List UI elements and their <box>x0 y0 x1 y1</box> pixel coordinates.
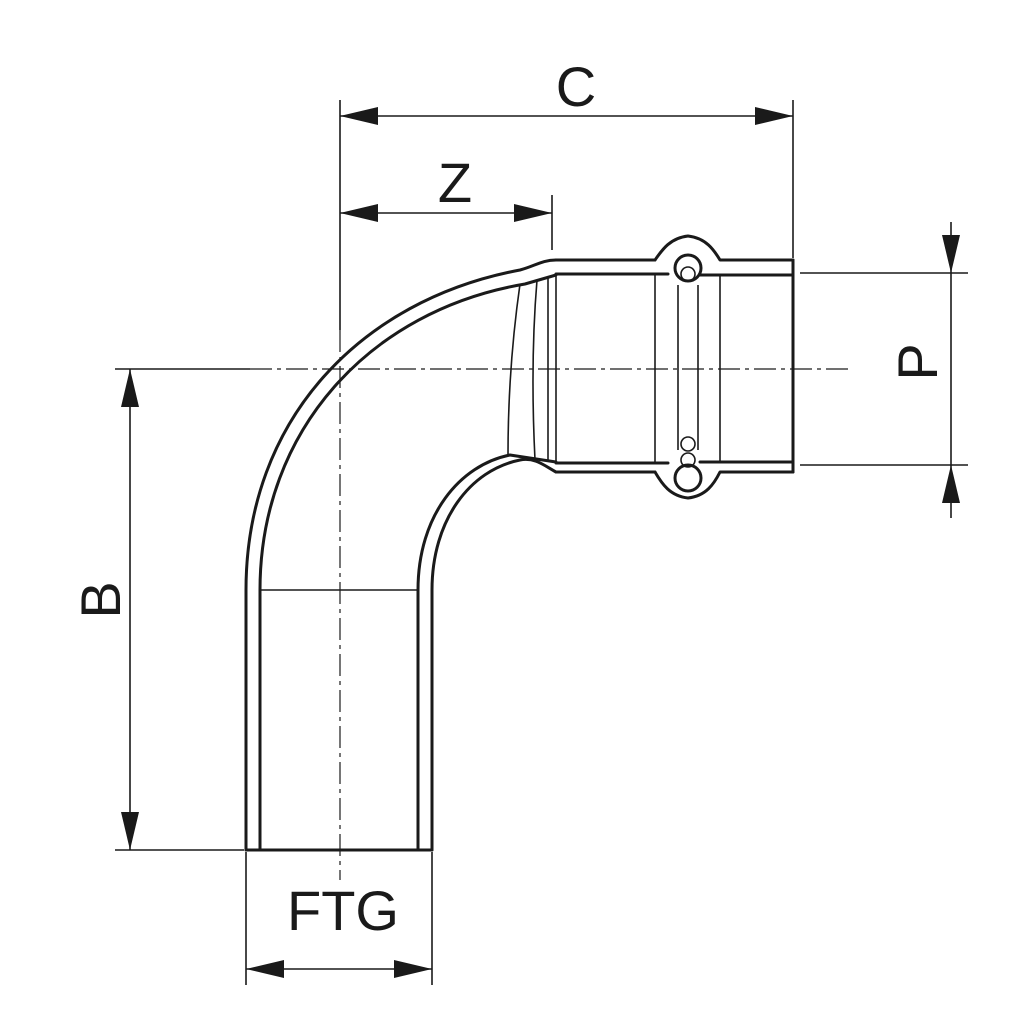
socket-bottom-wall <box>554 460 795 500</box>
c-arrow-right <box>755 107 793 125</box>
b-arrow-top <box>121 369 139 407</box>
dimension-b: B <box>69 368 250 851</box>
z-label: Z <box>438 151 472 214</box>
elbow-body <box>244 258 657 852</box>
oring-bottom-inner-2 <box>680 452 696 468</box>
elbow-inner-inner-line <box>416 453 558 852</box>
press-socket <box>554 234 795 500</box>
ftg-arrow-right <box>394 960 432 978</box>
c-arrow-left <box>340 107 378 125</box>
dimension-p: P <box>800 222 968 518</box>
oring-top-circle <box>673 253 703 283</box>
elbow-outer-inner-line <box>258 273 558 852</box>
p-arrow-top <box>942 235 960 273</box>
dimension-z: Z <box>340 151 553 250</box>
ftg-arrow-left <box>246 960 284 978</box>
oring-bottom-inner <box>680 436 696 452</box>
oring-bottom-circle <box>673 463 703 493</box>
dimension-c: C <box>339 55 794 330</box>
z-arrow-left <box>340 204 378 222</box>
p-arrow-bottom <box>942 465 960 503</box>
b-arrow-bottom <box>121 812 139 850</box>
z-arrow-right <box>514 204 552 222</box>
center-lines <box>250 330 850 880</box>
socket-top-wall <box>554 234 795 277</box>
dimension-ftg: FTG <box>245 852 433 985</box>
oring-top-inner <box>680 266 696 282</box>
elbow-outer-wall <box>244 258 657 852</box>
ftg-label: FTG <box>287 879 399 942</box>
elbow-inner-wall <box>430 457 657 852</box>
p-label: P <box>886 343 949 380</box>
c-label: C <box>556 55 596 118</box>
taper-line-2 <box>532 279 538 461</box>
taper-line-1 <box>507 283 521 456</box>
b-label: B <box>69 581 132 618</box>
